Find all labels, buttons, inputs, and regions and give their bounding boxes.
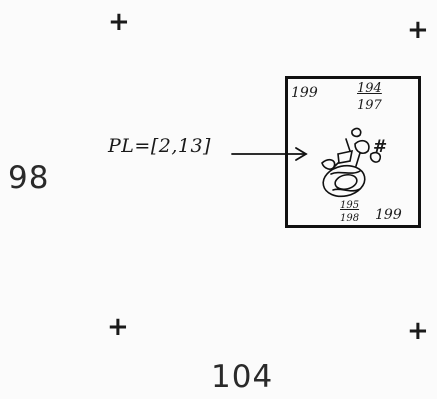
registration-mark-top-left: + (108, 7, 130, 37)
frame-top-fraction-numerator: 194 (357, 81, 382, 96)
registration-mark-bottom-right: + (407, 316, 429, 346)
registration-mark-top-right: + (407, 15, 429, 45)
frame-bottom-fraction-denominator: 198 (340, 213, 360, 224)
frame-number-top-left: 199 (291, 85, 318, 101)
frame-top-fraction-denominator: 197 (357, 98, 382, 113)
bottom-number-label: 104 (211, 359, 274, 395)
frame-bottom-fraction-numerator: 195 (340, 200, 360, 211)
registration-mark-bottom-left: + (107, 312, 129, 342)
left-number-label: 98 (8, 160, 50, 196)
annotation-frame (285, 76, 421, 228)
sketched-object-icon (321, 127, 382, 198)
pl-annotation: PL=[2,13] (108, 135, 211, 157)
frame-number-bottom-right: 199 (375, 207, 402, 223)
arrow-icon (231, 147, 308, 161)
